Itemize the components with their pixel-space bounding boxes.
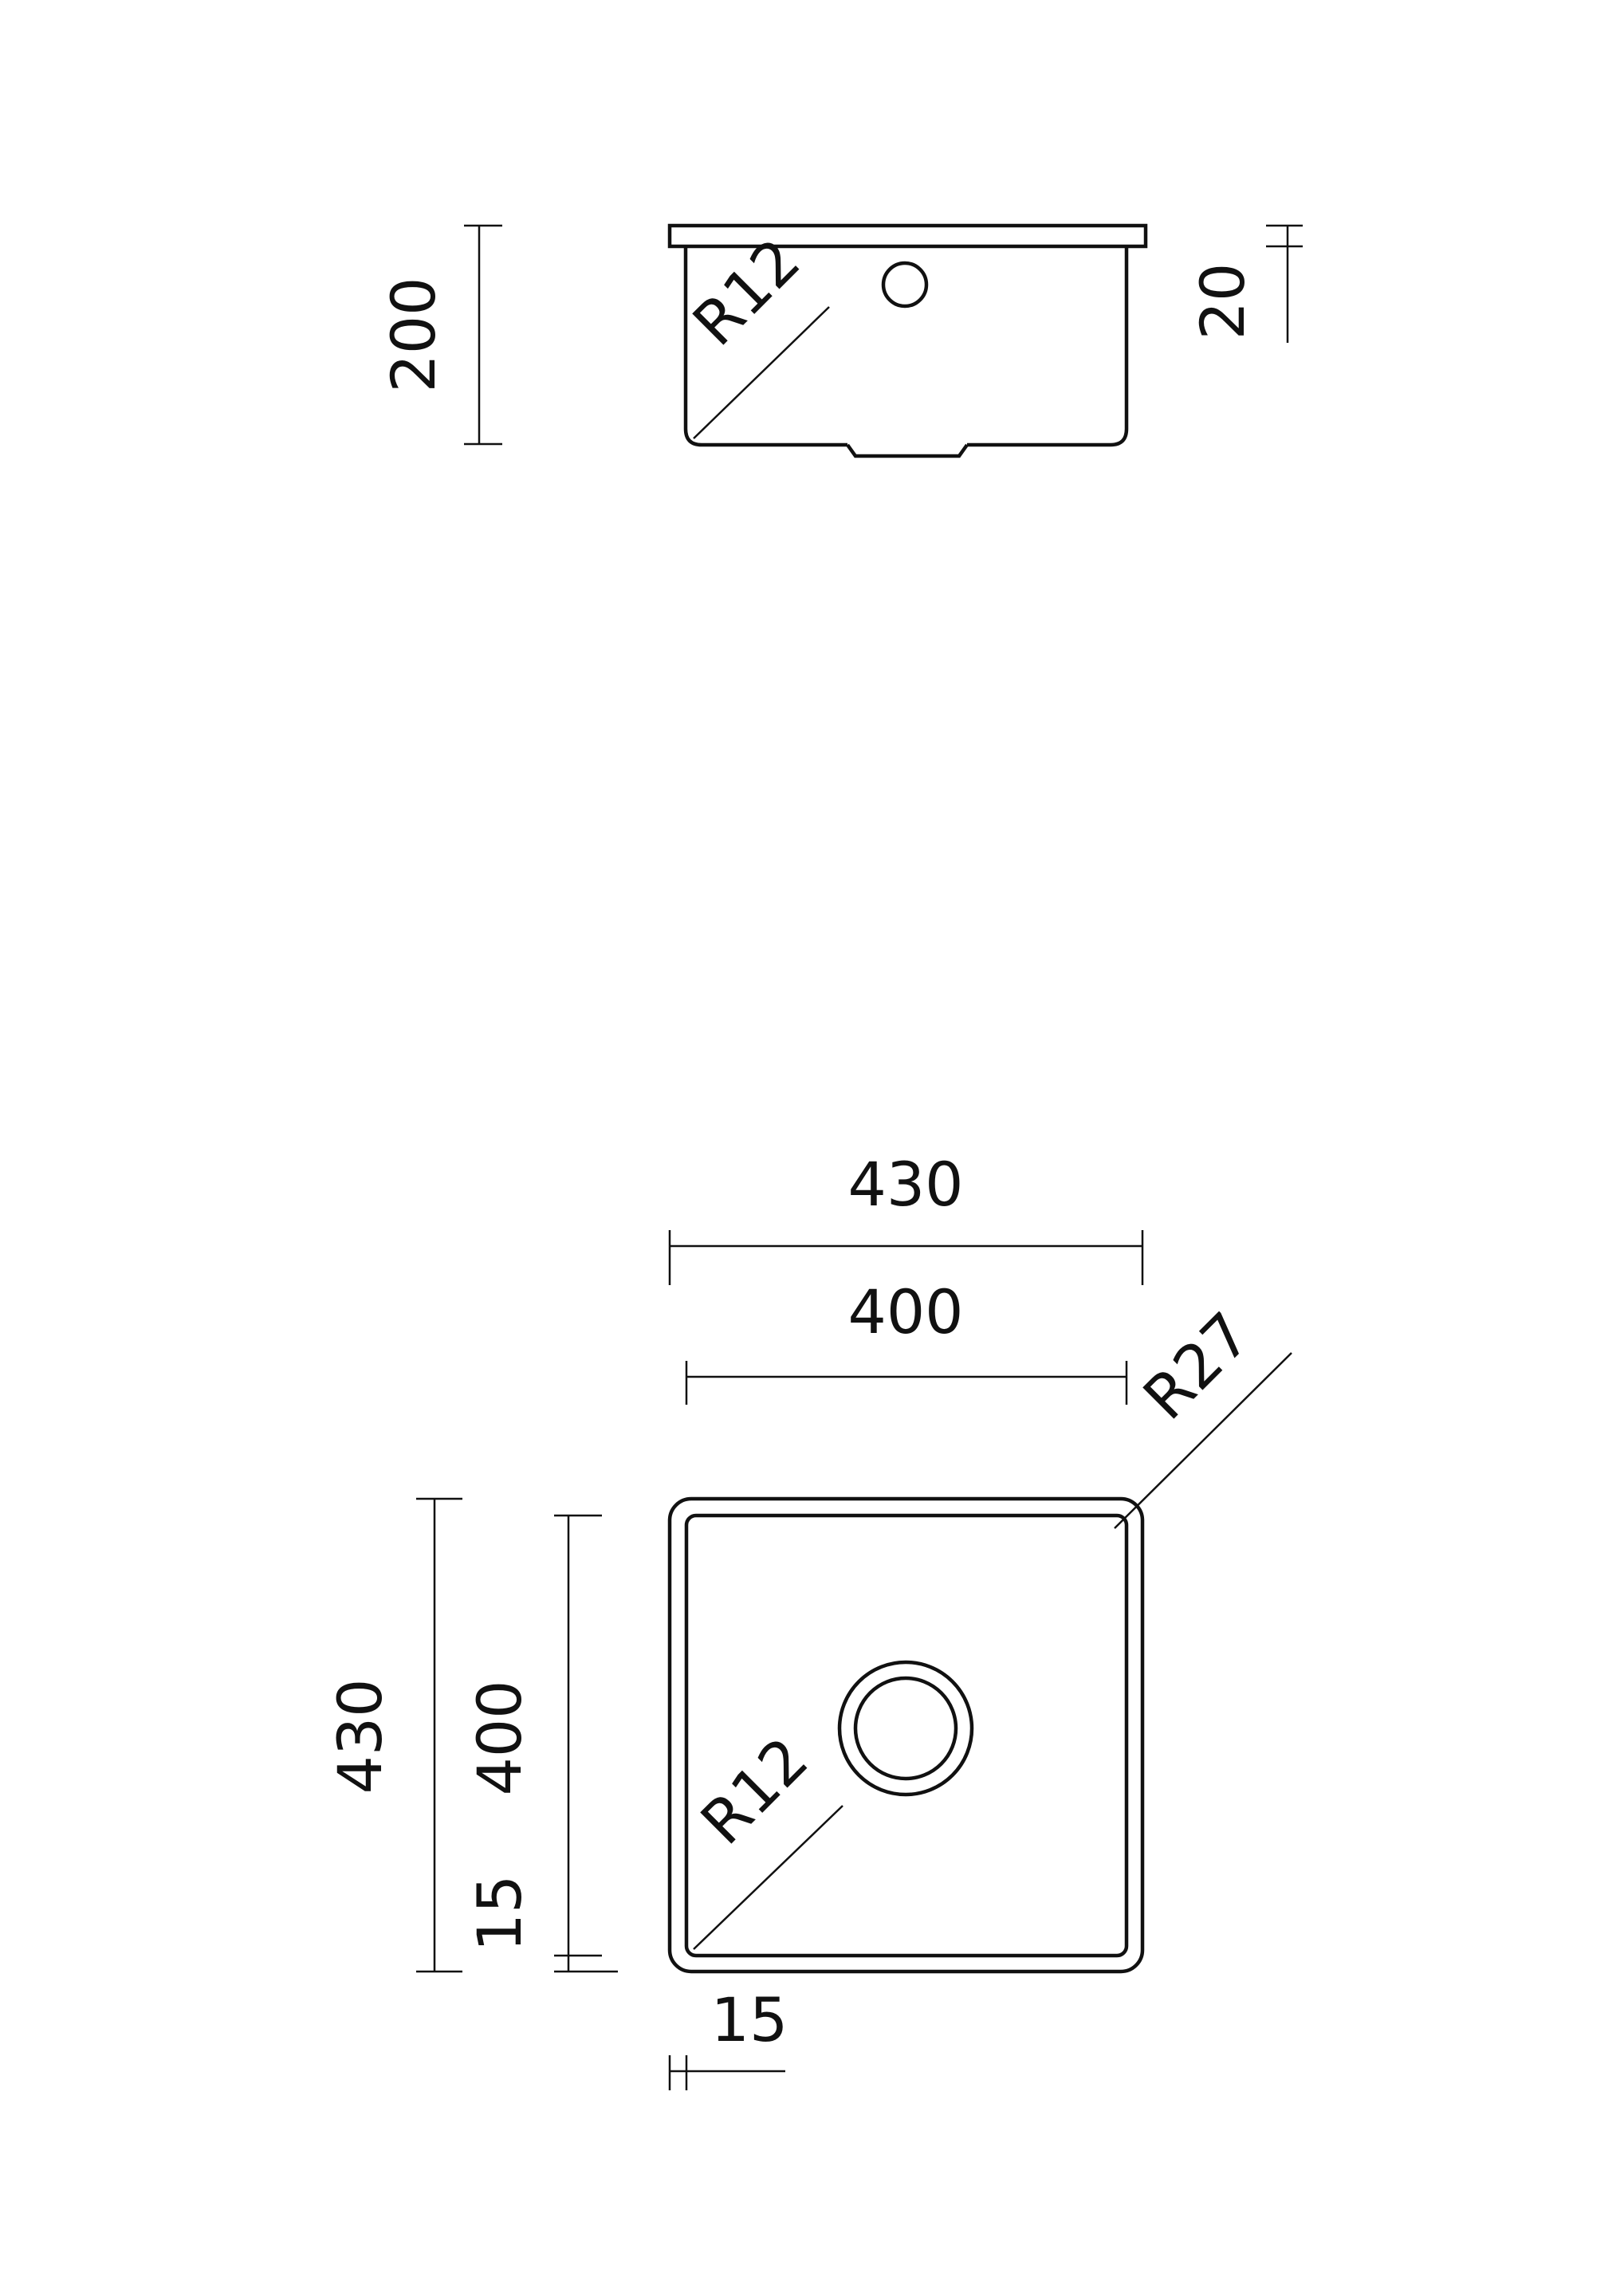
rim-thickness-dimension: 20 (1187, 224, 1303, 343)
inner-basin (684, 1513, 1129, 1958)
overflow-hole (881, 261, 929, 309)
height-dimension: 200 (378, 224, 502, 446)
inner-height-dimension: 400 15 (464, 1514, 618, 1973)
sink-side-profile: R12 (667, 223, 1148, 458)
rim-bottom-label: 15 (464, 1875, 535, 1952)
radius-leader-line (693, 306, 830, 439)
inner-width-label: 400 (847, 1276, 963, 1347)
inner-radius-leader-line (693, 1805, 843, 1950)
drain-inner-ring (853, 1676, 958, 1781)
outer-height-dimension: 430 (324, 1497, 462, 1973)
outer-radius-label: R27 (1130, 1299, 1264, 1433)
outer-width-dimension: 430 (668, 1149, 1144, 1285)
outer-radius-leader-line (1114, 1352, 1292, 1529)
inner-width-dimension: 400 (685, 1276, 1128, 1405)
outer-height-label: 430 (324, 1678, 395, 1794)
height-label: 200 (378, 277, 449, 392)
top-view: 430 400 R27 R12 430 (324, 1149, 1292, 2090)
side-view: 200 R12 20 (378, 223, 1303, 458)
inner-height-label: 400 (464, 1680, 535, 1795)
rim-thickness-label: 20 (1187, 263, 1258, 340)
outer-width-label: 430 (847, 1149, 963, 1220)
outer-rim (667, 1496, 1145, 1974)
sink-top-outline (667, 1496, 1145, 1974)
drain-outer-ring (837, 1660, 974, 1797)
rim-left-label: 15 (711, 1984, 788, 2055)
rim-left-dimension: 15 (668, 1984, 788, 2090)
inner-radius-label: R12 (687, 1724, 822, 1858)
